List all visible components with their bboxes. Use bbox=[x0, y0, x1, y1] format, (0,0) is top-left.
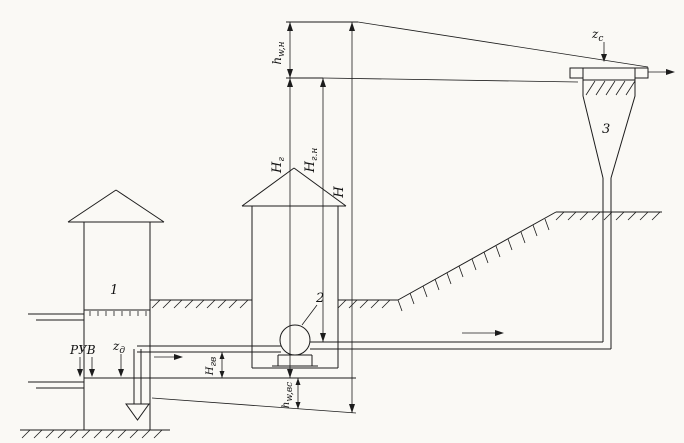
foot-valve-icon bbox=[125, 403, 150, 421]
ruv-label: РУВ bbox=[69, 343, 96, 357]
tank-number-label: 3 bbox=[602, 122, 610, 137]
dimension-Hgv: Нгв bbox=[205, 352, 225, 378]
svg-text:hw,вс: hw,вс bbox=[281, 382, 295, 408]
overflow-arrow bbox=[666, 69, 675, 75]
svg-text:Н: Н bbox=[332, 186, 347, 199]
dimension-Hg: Нг bbox=[270, 78, 293, 378]
dimension-hwn: hw,н bbox=[270, 22, 293, 78]
suction-pipe bbox=[125, 345, 281, 421]
dimension-H: Н bbox=[332, 22, 355, 413]
zc-arrow bbox=[601, 54, 607, 62]
ground-hatching bbox=[20, 211, 662, 439]
pump-number-label: 2 bbox=[315, 291, 324, 306]
reference-lines bbox=[84, 21, 649, 414]
well-number-label: 1 bbox=[110, 283, 118, 298]
dimension-Hgn: Нг.н bbox=[303, 78, 326, 342]
well-water-level-labels: РУВ zд bbox=[69, 339, 125, 377]
svg-text:Нг.н: Нг.н bbox=[303, 148, 320, 174]
tank-water-hatch bbox=[585, 80, 636, 96]
zc-label: zс bbox=[591, 27, 603, 44]
discharge-pipe bbox=[310, 178, 612, 350]
zc-level-label: zс bbox=[591, 27, 607, 62]
pump-icon bbox=[279, 324, 311, 356]
zd-arrow bbox=[118, 369, 124, 377]
ruv-arrows bbox=[77, 369, 95, 377]
water-tower-structure bbox=[569, 67, 675, 179]
flow-arrow-suction bbox=[174, 354, 183, 360]
zd-label: zд bbox=[112, 339, 125, 356]
svg-text:Нгв: Нгв bbox=[205, 357, 219, 377]
svg-text:hw,н: hw,н bbox=[270, 41, 287, 64]
well-structure bbox=[28, 189, 165, 430]
svg-text:Нг: Нг bbox=[270, 157, 287, 174]
pump-station-structure bbox=[241, 167, 347, 369]
flow-arrow-discharge bbox=[495, 330, 504, 336]
dimension-hwvs: hw,вс bbox=[281, 378, 301, 409]
